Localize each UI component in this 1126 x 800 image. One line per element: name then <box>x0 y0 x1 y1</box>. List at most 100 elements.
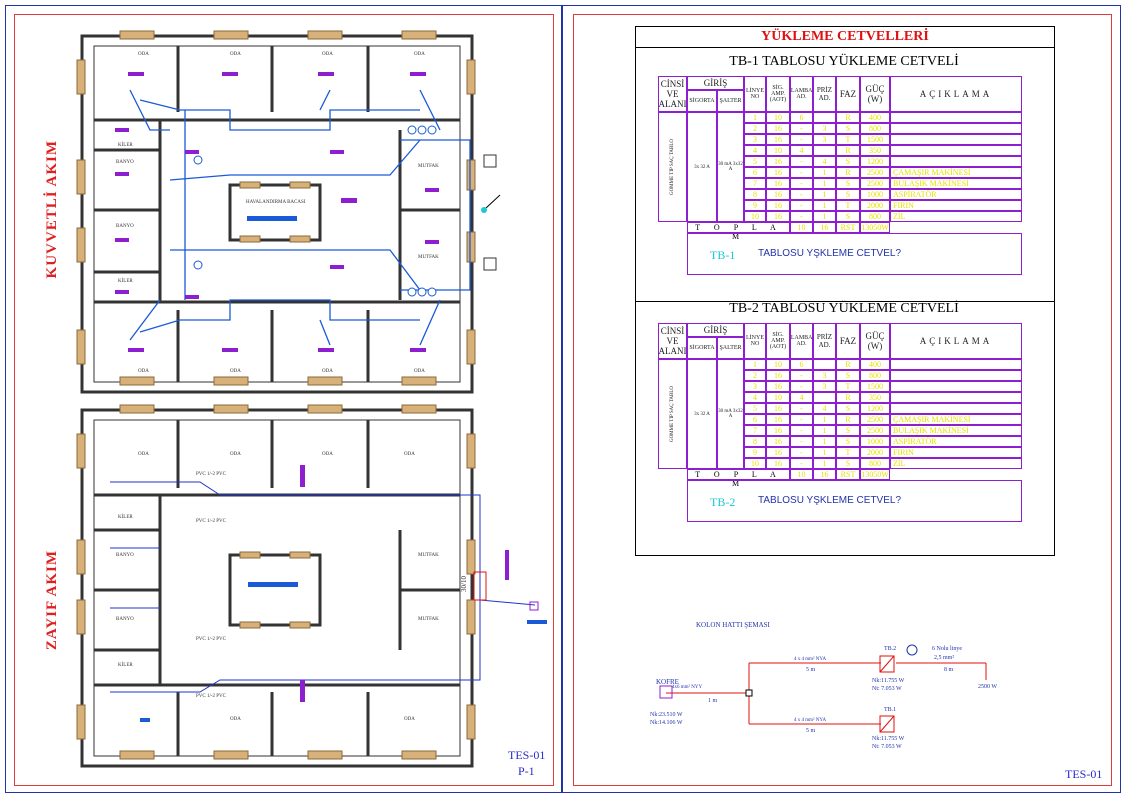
header-linye: LİNYE NO <box>744 323 766 359</box>
faz-cell: S <box>836 156 860 167</box>
svg-text:HAVALANDIRMA BACASI: HAVALANDIRMA BACASI <box>246 200 306 205</box>
total-amp: 10 <box>790 222 813 233</box>
faz-cell: S <box>836 370 860 381</box>
linye-no-cell: 9 <box>744 447 766 458</box>
guc-cell: 350 <box>860 145 890 156</box>
priz-count-cell: 1 <box>813 414 836 425</box>
aciklama-cell <box>890 359 1022 370</box>
aciklama-cell <box>890 145 1022 156</box>
linye-no-cell: 4 <box>744 392 766 403</box>
priz-count-cell <box>813 145 836 156</box>
guc-cell: 1500 <box>860 134 890 145</box>
svg-text:BANYO: BANYO <box>116 553 134 558</box>
aciklama-cell: ASPİRATÖR <box>890 189 1022 200</box>
aciklama-cell: FIRIN <box>890 200 1022 211</box>
riser-linye: 6 Nolu linye <box>932 646 962 652</box>
riser-tb1-nt: Nt: 7.053 W <box>872 744 902 750</box>
header-guc: GÜÇ (W) <box>860 323 890 359</box>
load-table-title: TB-1 TABLOSU YÜKLEME CETVELİ <box>729 54 959 69</box>
sig-amp-cell: 16 <box>766 403 790 414</box>
sig-amp-cell: 16 <box>766 381 790 392</box>
guc-cell: 1500 <box>860 381 890 392</box>
svg-text:BANYO: BANYO <box>116 160 134 165</box>
total-guc: 13050W <box>860 469 890 480</box>
total-priz: 16 <box>813 222 836 233</box>
linye-no-cell: 5 <box>744 403 766 414</box>
svg-text:ODA: ODA <box>138 52 149 57</box>
priz-count-cell: 3 <box>813 381 836 392</box>
lamba-count-cell: 6 <box>790 359 813 370</box>
aciklama-cell: BULAŞIK MAKİNESİ <box>890 425 1022 436</box>
sig-amp-cell: 16 <box>766 200 790 211</box>
linye-no-cell: 8 <box>744 189 766 200</box>
guc-cell: 2500 <box>860 167 890 178</box>
footer-prefix: TB-1 <box>710 248 736 262</box>
linye-no-cell: 2 <box>744 370 766 381</box>
linye-no-cell: 5 <box>744 156 766 167</box>
right-sheet-border <box>573 14 1112 786</box>
linye-no-cell: 2 <box>744 123 766 134</box>
svg-text:ODA: ODA <box>230 369 241 374</box>
sig-amp-cell: 16 <box>766 156 790 167</box>
header-priz: PRİZ AD. <box>813 76 836 112</box>
riser-main-cable: 4x6 mm² NYY <box>672 684 702 690</box>
total-priz: 16 <box>813 469 836 480</box>
lamba-count-cell: - <box>790 200 813 211</box>
total-guc: 13050W <box>860 222 890 233</box>
priz-count-cell: 1 <box>813 458 836 469</box>
sigorta-cell: 3x 32 A <box>687 112 717 222</box>
faz-cell: R <box>836 359 860 370</box>
sig-amp-cell: 16 <box>766 211 790 222</box>
lamba-count-cell: - <box>790 211 813 222</box>
load-tables-frame: YÜKLEME CETVELLERİ <box>635 26 1055 556</box>
priz-count-cell <box>813 359 836 370</box>
linye-no-cell: 10 <box>744 458 766 469</box>
lamba-count-cell: 6 <box>790 112 813 123</box>
guc-cell: 800 <box>860 458 890 469</box>
riser-nk-main2: Nk:14.106 W <box>650 720 683 726</box>
header-sig-amp: SİG. AMP. (AOT) <box>766 76 790 112</box>
footer-prefix: TB-2 <box>710 495 736 509</box>
aciklama-cell: FIRIN <box>890 447 1022 458</box>
header-priz: PRİZ AD. <box>813 323 836 359</box>
svg-text:ODA: ODA <box>404 452 415 457</box>
lamba-count-cell: 4 <box>790 392 813 403</box>
riser-cable-top: 4 x 4 mm² NYA <box>794 656 826 662</box>
svg-text:BANYO: BANYO <box>116 224 134 229</box>
sig-amp-cell: 16 <box>766 189 790 200</box>
svg-text:KİLER: KİLER <box>118 142 133 148</box>
svg-text:MUTFAK: MUTFAK <box>418 617 439 622</box>
lamba-count-cell: - <box>790 447 813 458</box>
svg-text:MUTFAK: MUTFAK <box>418 553 439 558</box>
priz-count-cell: 1 <box>813 178 836 189</box>
priz-count-cell <box>813 392 836 403</box>
guc-cell: 800 <box>860 211 890 222</box>
priz-count-cell: 1 <box>813 200 836 211</box>
guc-cell: 2000 <box>860 447 890 458</box>
svg-text:ODA: ODA <box>322 52 333 57</box>
riser-title: KOLON HATTI ŞEMASI <box>696 621 771 629</box>
linye-no-cell: 8 <box>744 436 766 447</box>
riser-kofre: KOFRE <box>656 678 679 686</box>
header-guc: GÜÇ (W) <box>860 76 890 112</box>
svg-text:MUTFAK: MUTFAK <box>418 164 439 169</box>
header-sig-amp: SİG. AMP. (AOT) <box>766 323 790 359</box>
lamba-count-cell: - <box>790 134 813 145</box>
guc-cell: 2500 <box>860 414 890 425</box>
lamba-count-cell: - <box>790 381 813 392</box>
sigorta-cell: 3x 32 A <box>687 359 717 469</box>
priz-count-cell: 1 <box>813 436 836 447</box>
aciklama-cell <box>890 370 1022 381</box>
